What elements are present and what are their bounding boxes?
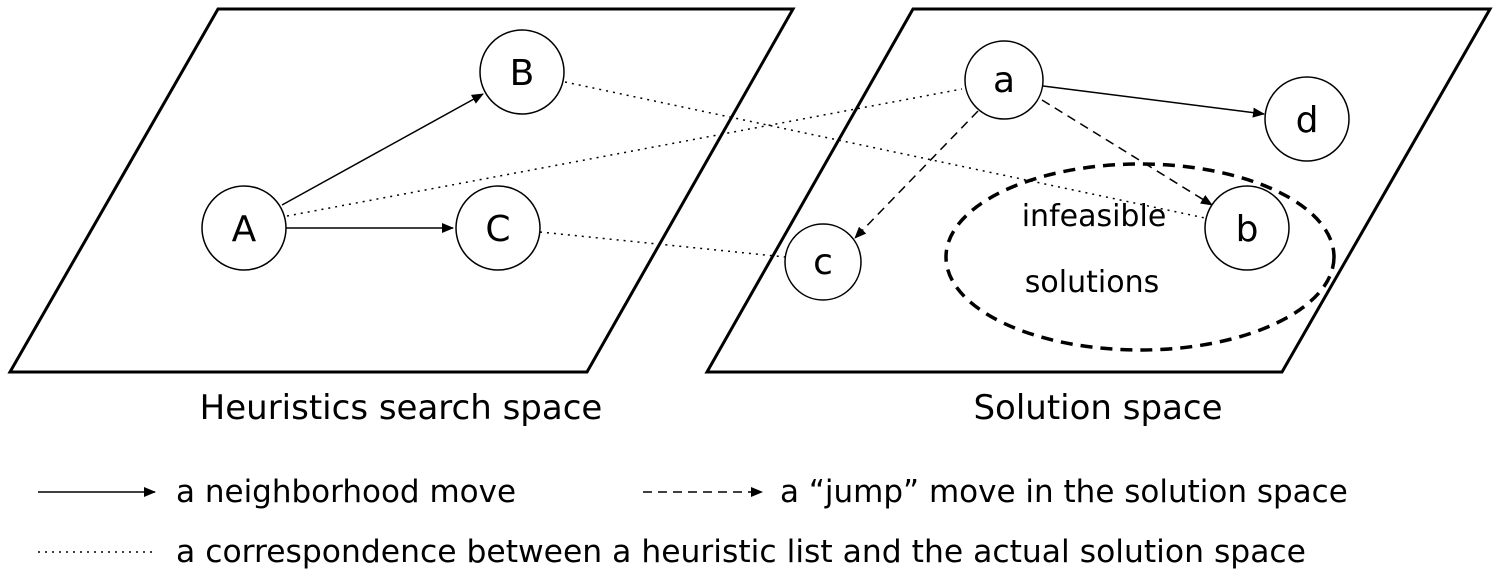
legend-jump-move-label: a “jump” move in the solution space <box>780 474 1348 510</box>
jump-move-a-c <box>854 110 979 239</box>
heuristics-search-space-caption: Heuristics search space <box>200 388 603 428</box>
legend-correspondence-label: a correspondence between a heuristic lis… <box>176 534 1306 570</box>
node-C: C <box>455 185 541 271</box>
infeasible-label-line2: solutions <box>1025 265 1159 300</box>
correspondence-line-A-a <box>286 88 963 217</box>
infeasible-label-line1: infeasible <box>1022 199 1167 234</box>
solution-space-plane <box>704 7 1493 374</box>
jump-move-a-b <box>1041 99 1213 206</box>
correspondence-line-C-c <box>539 231 786 258</box>
node-d: d <box>1264 76 1350 162</box>
node-B-label: B <box>510 53 535 94</box>
node-a: a <box>964 40 1044 120</box>
neighborhood-move-a-d <box>1042 85 1265 118</box>
node-b: b <box>1204 185 1290 271</box>
node-C-label: C <box>485 209 510 250</box>
node-A-label: A <box>232 209 257 250</box>
node-A: A <box>201 185 287 271</box>
neighborhood-move-A-B <box>281 93 484 206</box>
node-c-label: c <box>813 242 833 283</box>
node-c: c <box>784 223 862 301</box>
solution-space-caption: Solution space <box>973 388 1222 428</box>
legend-neighborhood-move-label: a neighborhood move <box>176 474 516 510</box>
node-a-label: a <box>993 60 1015 101</box>
node-B: B <box>479 29 565 115</box>
node-b-label: b <box>1236 209 1259 250</box>
heuristics-search-space-plane <box>7 7 796 374</box>
infeasible-region <box>944 162 1336 352</box>
node-d-label: d <box>1296 100 1319 141</box>
correspondence-line-B-b <box>564 81 1206 219</box>
